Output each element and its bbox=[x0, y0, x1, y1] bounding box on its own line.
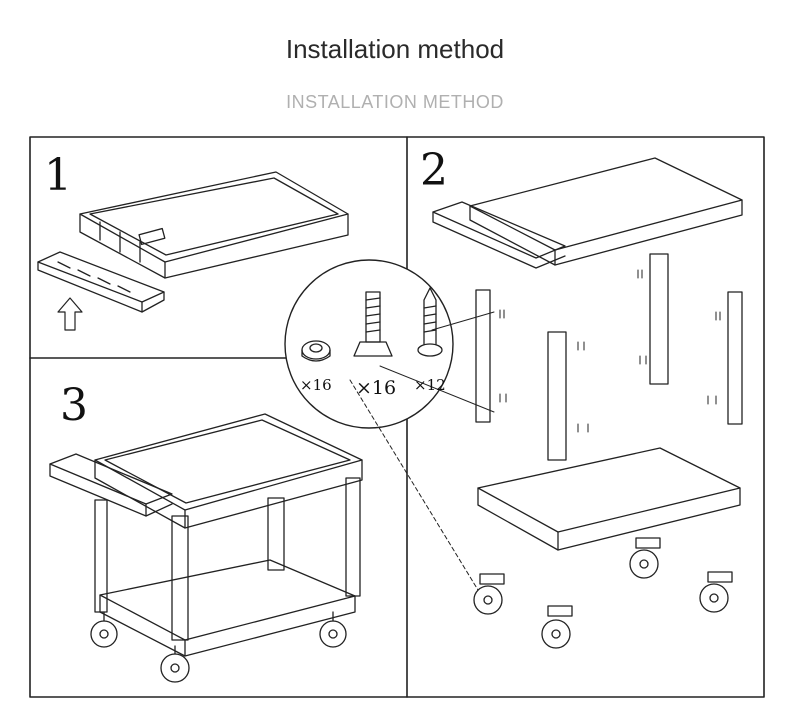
caster-4 bbox=[699, 571, 733, 613]
caster-3 bbox=[629, 537, 661, 579]
caster-2 bbox=[541, 605, 573, 649]
panel-1-illustration bbox=[37, 171, 349, 331]
handle-illustration bbox=[37, 251, 165, 313]
bolt-icon bbox=[353, 291, 393, 357]
leg-2 bbox=[547, 331, 567, 461]
step-number-1: 1 bbox=[44, 150, 72, 201]
nut-icon bbox=[301, 340, 331, 362]
diagram-frame bbox=[29, 136, 765, 698]
screw-icon bbox=[417, 287, 443, 357]
tray-illustration bbox=[79, 171, 349, 279]
leg-4 bbox=[727, 291, 743, 425]
step-number-2: 2 bbox=[420, 145, 448, 196]
step-number-3: 3 bbox=[60, 380, 88, 431]
nut-quantity: ×16 bbox=[300, 376, 332, 394]
up-arrow-icon bbox=[57, 297, 83, 331]
hardware-callout bbox=[284, 259, 454, 429]
screw-marks bbox=[499, 269, 721, 433]
page-subtitle: INSTALLATION METHOD bbox=[286, 92, 504, 112]
bolt-quantity: ×16 bbox=[356, 377, 396, 399]
assembled-cart-illustration bbox=[49, 413, 363, 683]
caster-1 bbox=[473, 573, 505, 615]
leader-line bbox=[379, 365, 495, 413]
leader-line bbox=[349, 379, 479, 591]
exploded-cart-illustration bbox=[432, 157, 743, 649]
leg-1 bbox=[475, 289, 491, 423]
leg-3 bbox=[649, 253, 669, 385]
screw-quantity: ×12 bbox=[414, 376, 446, 394]
page-title: Installation method bbox=[285, 34, 505, 64]
leader-line bbox=[431, 311, 495, 331]
